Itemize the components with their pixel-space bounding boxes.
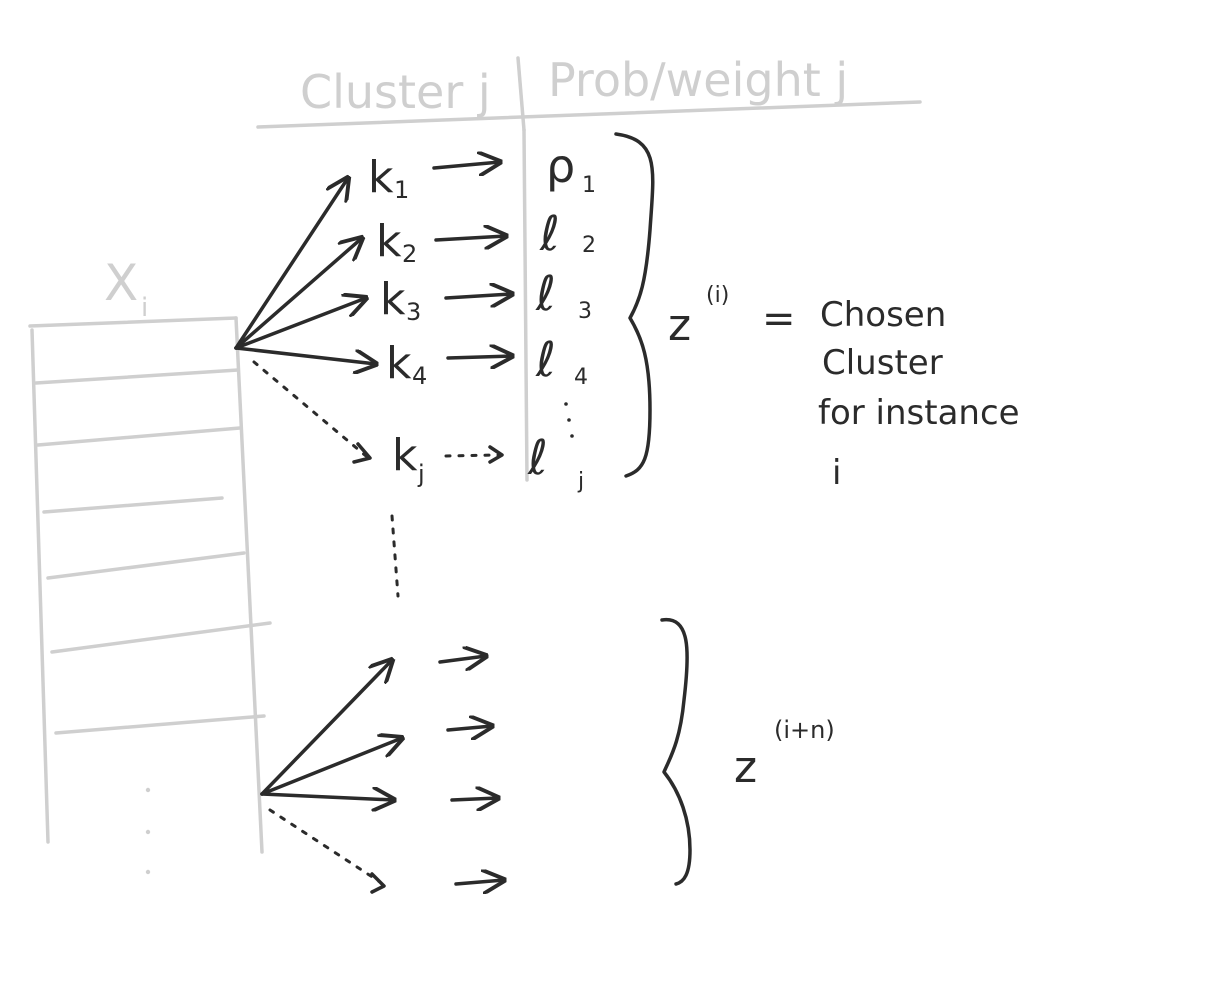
arrow-to-k3 (234, 298, 366, 350)
prob-p2: ℓ (539, 206, 560, 262)
xi-label: X (104, 254, 138, 312)
dotted-arrow-head (352, 442, 372, 464)
continuation-dot (145, 787, 151, 793)
xi-row-line (42, 496, 224, 514)
z-note-line-cluster: Cluster (822, 343, 943, 383)
cluster-kj-subscript: j (417, 460, 425, 488)
arrow-to-k1 (234, 178, 348, 350)
arrow-second-2 (260, 738, 402, 796)
short-arrow-1 (438, 656, 486, 662)
z-note-line-for-instance: for instance (818, 393, 1020, 433)
cluster-k4: k (386, 338, 412, 389)
z-i-plus-n-superscript: (i+n) (774, 716, 835, 744)
vertical-continuation (390, 514, 400, 598)
prob-p3: ℓ (535, 266, 556, 322)
cluster-kj: k (392, 430, 418, 481)
arrow-k4-to-p4 (446, 356, 512, 358)
xi-row-line (34, 368, 240, 385)
continuation-dot (145, 869, 151, 875)
prob-p1: ρ (546, 139, 575, 193)
prob-ellipsis-dot (567, 418, 571, 422)
cluster-to-prob-arrows (432, 162, 512, 464)
z-i-annotation: z (i) = Chosen Cluster for instance i (614, 132, 1020, 493)
cluster-k2: k (376, 216, 402, 267)
xi-table-top (28, 316, 238, 328)
arrow-k3-to-p3 (444, 294, 512, 298)
prob-p1-subscript: 1 (582, 173, 596, 198)
continuation-dot (145, 829, 151, 835)
cluster-k3: k (380, 274, 406, 325)
arrow-to-k4 (234, 346, 376, 364)
prob-p3-subscript: 3 (578, 299, 592, 324)
instance-i-fan (234, 178, 376, 464)
short-arrow-2 (446, 726, 492, 730)
column-divider (522, 128, 529, 482)
header-prob-weight-j: Prob/weight j (548, 53, 848, 107)
arrow-second-3 (260, 794, 394, 800)
cluster-k2-subscript: 2 (402, 240, 417, 268)
cluster-k3-subscript: 3 (406, 298, 421, 326)
prob-p4-subscript: 4 (574, 365, 588, 390)
arrow-to-k2 (234, 238, 362, 350)
z-note-line-chosen: Chosen (820, 295, 946, 335)
short-arrow-4 (454, 880, 504, 884)
cluster-k1-subscript: 1 (394, 176, 409, 204)
brace-second (660, 618, 692, 886)
header-underline (256, 100, 922, 129)
dotted-arrow-second-4 (268, 808, 382, 884)
xi-row-line (50, 621, 272, 654)
header-divider (516, 56, 526, 132)
short-arrow-3 (450, 798, 498, 800)
dotted-arrow-head (370, 872, 386, 894)
xi-table-right (234, 316, 264, 854)
xi-table-left (30, 328, 50, 844)
xi-row-line (46, 551, 246, 580)
xi-row-line (54, 714, 266, 735)
prob-p2-subscript: 2 (582, 233, 596, 258)
cluster-k1: k (368, 152, 394, 203)
prob-ellipsis-dot (570, 434, 574, 438)
z-i-superscript: (i) (706, 283, 729, 308)
cluster-labels: k 1 k 2 k 3 k 4 k j (368, 152, 427, 488)
arrow-k2-to-p2 (434, 236, 506, 240)
z-i-plus-n-label: z (734, 742, 757, 793)
dotted-arrow-head (488, 445, 504, 464)
cluster-k4-subscript: 4 (412, 362, 427, 390)
prob-pj: ℓ (527, 430, 548, 486)
xi-table: X i (28, 254, 272, 875)
prob-ellipsis-dot (564, 402, 568, 406)
xi-row-line (36, 426, 242, 447)
prob-pj-subscript: j (577, 469, 584, 494)
dotted-arrow-to-kj (252, 360, 368, 458)
dotted-arrow-kj-to-pj (444, 453, 500, 458)
header-table: Cluster j Prob/weight j (256, 53, 922, 482)
z-i-label: z (668, 300, 691, 351)
prob-p4: ℓ (535, 332, 556, 388)
z-i-plus-n-annotation: z (i+n) (660, 618, 835, 886)
header-cluster-j: Cluster j (300, 65, 491, 119)
z-note-line-i: i (832, 453, 841, 493)
xi-label-subscript: i (141, 293, 148, 323)
brace-first (614, 132, 655, 478)
instance-i-plus-n-fan (260, 656, 504, 894)
arrow-k1-to-p1 (432, 162, 500, 168)
equals-sign: = (762, 296, 796, 342)
arrow-second-1 (260, 660, 392, 796)
probability-labels: ρ 1 ℓ 2 ℓ 3 ℓ 4 ℓ j (527, 139, 596, 494)
